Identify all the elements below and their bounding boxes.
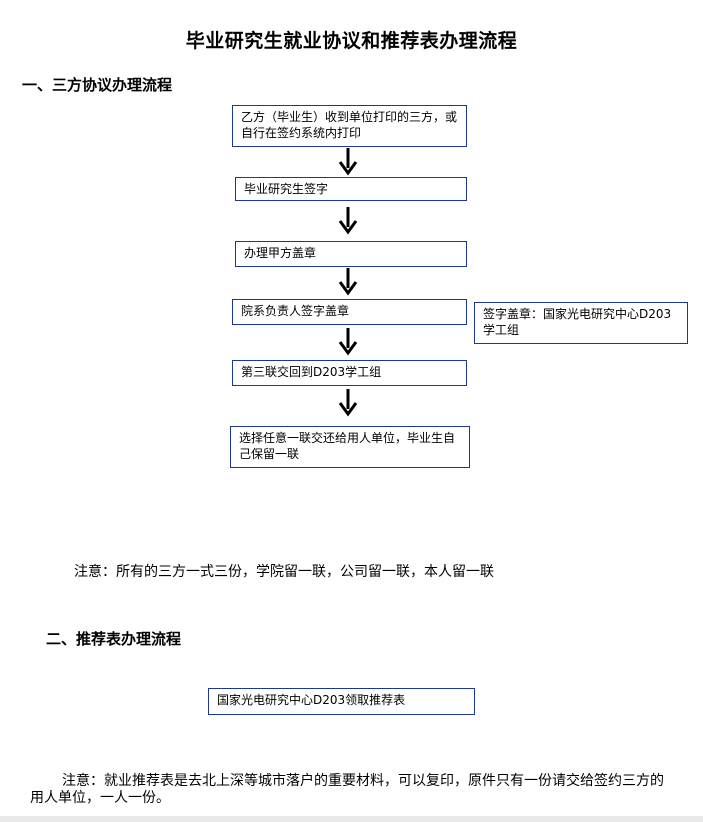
down-arrow-icon (338, 328, 358, 356)
flow-step-6: 选择任意一联交还给用人单位，毕业生自己保留一联 (230, 426, 470, 468)
flow-step-1: 乙方（毕业生）收到单位打印的三方，或自行在签约系统内打印 (232, 105, 467, 147)
side-note-box: 签字盖章：国家光电研究中心D203学工组 (474, 302, 688, 344)
page-title: 毕业研究生就业协议和推荐表办理流程 (185, 30, 518, 52)
down-arrow-icon (338, 268, 358, 296)
flow-step-3: 办理甲方盖章 (235, 241, 467, 267)
down-arrow-icon (338, 389, 358, 417)
recommendation-note: 注意：就业推荐表是去北上深等城市落户的重要材料，可以复印，原件只有一份请交给签约… (30, 773, 664, 806)
flow-step-5: 第三联交回到D203学工组 (232, 360, 467, 386)
flow-step-2: 毕业研究生签字 (235, 177, 467, 201)
down-arrow-icon (338, 148, 358, 176)
flow-step-4: 院系负责人签字盖章 (232, 299, 467, 325)
tripartite-note: 注意：所有的三方一式三份，学院留一联，公司留一联，本人留一联 (74, 564, 494, 580)
section-heading-recommendation: 二、推荐表办理流程 (46, 630, 182, 648)
down-arrow-icon (338, 207, 358, 235)
recommendation-step: 国家光电研究中心D203领取推荐表 (208, 688, 475, 715)
footer-bar (0, 816, 703, 822)
section-heading-tripartite: 一、三方协议办理流程 (22, 76, 173, 94)
